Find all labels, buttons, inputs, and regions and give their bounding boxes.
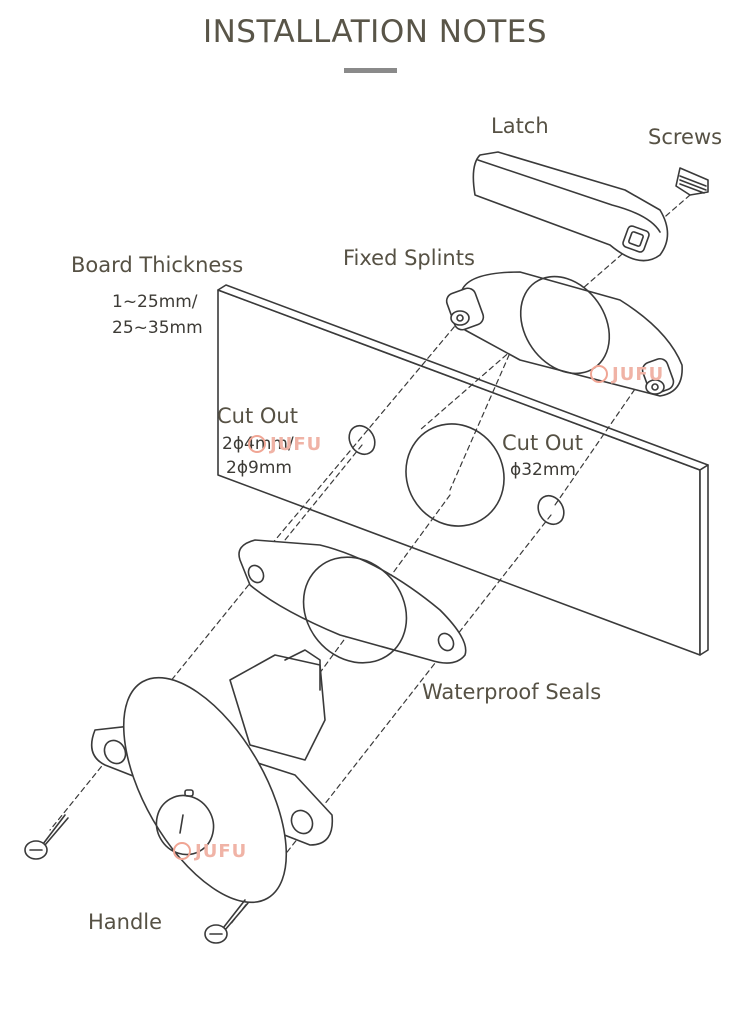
label-cut-out-small: Cut Out (217, 404, 298, 428)
label-latch: Latch (491, 114, 549, 138)
waterproof-seal-part (238, 539, 467, 664)
page-title: INSTALLATION NOTES (202, 14, 548, 50)
cut-out-small-value-2: 2ϕ9mm (226, 458, 292, 478)
label-handle: Handle (88, 910, 163, 934)
cutout-small-right (537, 494, 565, 526)
watermark-logo: JUFU (590, 364, 664, 385)
label-waterproof-seals: Waterproof Seals (422, 680, 602, 704)
board-thickness-value-2: 25~35mm (112, 318, 203, 338)
board-thickness-value-1: 1~25mm/ (112, 292, 198, 312)
watermark-icon (590, 365, 608, 383)
screw-bottom-left (24, 814, 69, 860)
cutout-small-left (348, 424, 376, 456)
watermark-logo: JUFU (248, 434, 322, 455)
screw-bottom-right (204, 899, 249, 944)
label-board-thickness: Board Thickness (71, 253, 244, 277)
watermark-text: JUFU (195, 841, 248, 862)
watermark-text: JUFU (270, 434, 323, 455)
screw-top (675, 167, 709, 196)
handle-part (90, 649, 334, 904)
label-fixed-splints: Fixed Splints (343, 246, 475, 270)
cutout-large (405, 423, 505, 527)
fixed-splint-part (445, 271, 683, 397)
label-cut-out-large: Cut Out (502, 431, 583, 455)
cut-out-large-value: ϕ32mm (510, 460, 576, 480)
latch-part (472, 151, 669, 262)
watermark-text: JUFU (612, 364, 665, 385)
watermark-icon (248, 435, 266, 453)
label-screws: Screws (648, 125, 723, 149)
watermark-icon (173, 842, 191, 860)
watermark-logo: JUFU (173, 841, 247, 862)
title-underline (344, 68, 397, 73)
